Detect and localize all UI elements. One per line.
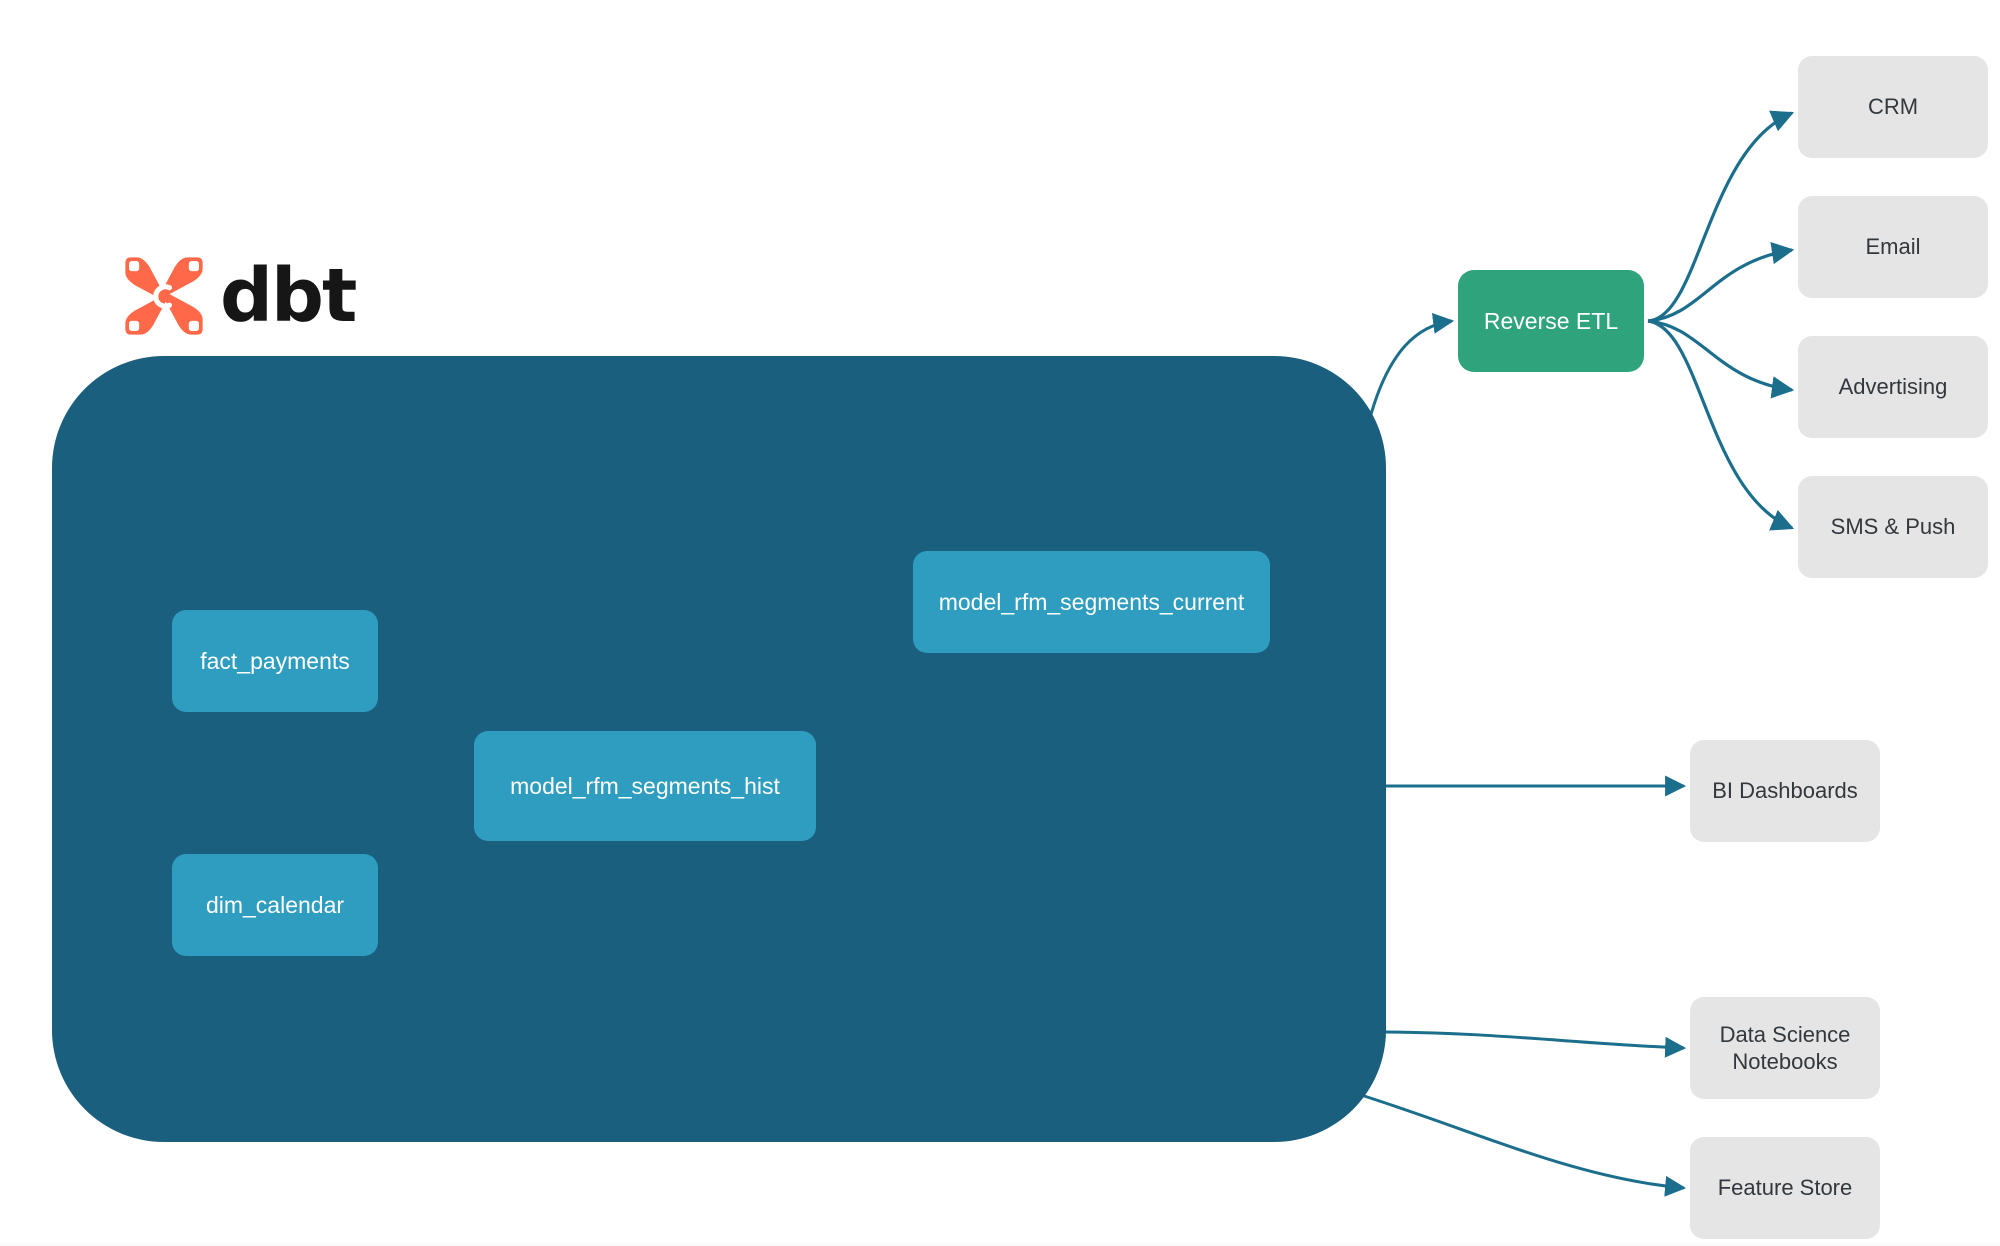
node-advertising[interactable]: Advertising (1798, 336, 1988, 438)
node-feature-store[interactable]: Feature Store (1690, 1137, 1880, 1239)
node-dim-calendar[interactable]: dim_calendar (172, 854, 378, 956)
node-email[interactable]: Email (1798, 196, 1988, 298)
node-model-rfm-segments-current[interactable]: model_rfm_segments_current (913, 551, 1270, 653)
dbt-logo: dbt (118, 250, 357, 342)
edge-reverse-etl-to-sms-push (1647, 319, 1795, 531)
edge-hist-to-feature-store (1344, 1088, 1687, 1197)
edge-reverse-etl-to-advertising (1647, 319, 1795, 399)
bottom-hairline (0, 1243, 2000, 1246)
node-fact-payments[interactable]: fact_payments (172, 610, 378, 712)
edge-reverse-etl-to-email (1647, 242, 1795, 323)
edge-hist-to-ds-notebooks (1379, 1030, 1687, 1058)
node-data-science-notebooks[interactable]: Data Science Notebooks (1690, 997, 1880, 1099)
node-reverse-etl[interactable]: Reverse ETL (1458, 270, 1644, 372)
node-sms-push[interactable]: SMS & Push (1798, 476, 1988, 578)
node-crm[interactable]: CRM (1798, 56, 1988, 158)
node-bi-dashboards[interactable]: BI Dashboards (1690, 740, 1880, 842)
dbt-logo-icon (125, 257, 203, 335)
edge-reverse-etl-to-crm (1647, 110, 1795, 323)
dbt-wordmark: dbt (220, 253, 357, 339)
node-model-rfm-segments-hist[interactable]: model_rfm_segments_hist (474, 731, 816, 841)
